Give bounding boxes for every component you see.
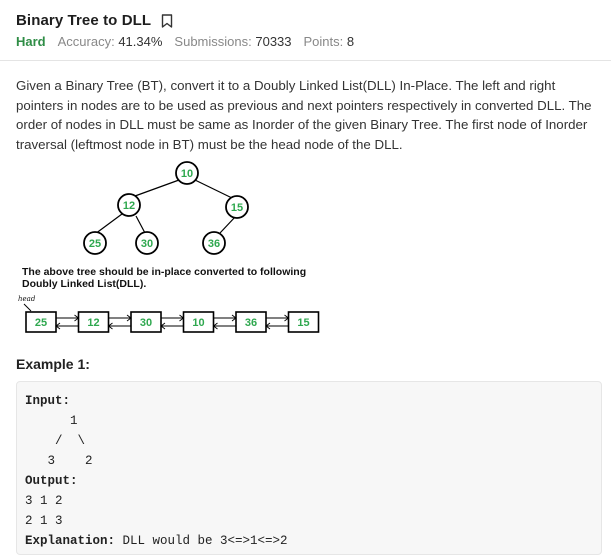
tree-node-circle [225, 195, 249, 219]
next-arrow [108, 314, 132, 322]
difficulty-badge: Hard [16, 34, 46, 49]
accuracy-label: Accuracy: [57, 34, 115, 49]
tree-node-circle [117, 193, 141, 217]
input-tree-line3: 3 2 [25, 454, 93, 468]
tree-node-label: 15 [231, 202, 243, 214]
dll-node: 15 [287, 311, 320, 333]
output-line1: 3 1 2 [25, 494, 63, 508]
head-label: head [18, 295, 36, 303]
input-tree-line1: 1 [25, 414, 78, 428]
edge-10-12 [134, 179, 180, 197]
tree-node-label: 36 [208, 238, 220, 250]
problem-title: Binary Tree to DLL [16, 12, 152, 29]
explanation-line: Explanation: DLL would be 3<=>1<=>2 [25, 534, 288, 548]
dll-node-box [77, 311, 110, 333]
submissions-value: 70333 [255, 34, 292, 49]
problem-header: Binary Tree to DLL [16, 12, 173, 29]
figure-caption-line2: Doubly Linked List(DLL). [22, 278, 146, 290]
tree-node-circle [202, 231, 226, 255]
tree-nodes: 10 12 15 25 30 36 [83, 161, 249, 255]
output-label: Output: [25, 474, 78, 488]
dll-node-label: 10 [192, 317, 204, 329]
dll-node-box [235, 311, 267, 333]
dll-node: 10 [182, 311, 215, 333]
dll-node-label: 25 [35, 317, 47, 329]
explanation-text: DLL would be 3<=>1<=>2 [122, 534, 288, 548]
tree-node: 30 [135, 231, 159, 255]
edge-10-15 [194, 179, 233, 199]
submissions-label: Submissions: [174, 34, 252, 49]
tree-node: 12 [117, 193, 141, 217]
dll-node-label: 36 [245, 317, 257, 329]
points-label: Points: [303, 34, 344, 49]
tree-node-label: 12 [123, 200, 135, 212]
input-label: Input: [25, 394, 71, 408]
prev-arrow [55, 322, 79, 330]
tree-node: 15 [225, 195, 249, 219]
explanation-label: Explanation: [25, 534, 116, 548]
bookmark-icon[interactable] [161, 13, 173, 28]
dll-node: 36 [235, 311, 267, 333]
dll-link-arrows [160, 314, 185, 330]
prev-arrow [107, 322, 131, 330]
tree-node-circle [135, 231, 159, 255]
tree-node: 10 [175, 161, 199, 185]
submissions-stat: Submissions: 70333 [174, 34, 291, 49]
dll-node-label: 30 [140, 317, 152, 329]
figure-caption-line1: The above tree should be in-place conver… [22, 266, 306, 278]
dll-link-arrows [265, 314, 290, 330]
output-line2: 2 1 3 [25, 514, 63, 528]
header-divider [0, 60, 611, 61]
tree-node-label: 10 [181, 168, 193, 180]
points-value: 8 [346, 34, 355, 49]
points-stat: Points: 8 [304, 34, 355, 49]
example-title: Example 1: [16, 356, 90, 372]
head-arrow [23, 303, 32, 312]
tree-node: 36 [202, 231, 226, 255]
dll-node: 12 [77, 311, 110, 333]
dll-node: 30 [130, 311, 162, 333]
next-arrow [266, 314, 290, 322]
next-arrow [161, 314, 185, 322]
prev-arrow [160, 322, 184, 330]
edge-12-25 [94, 213, 123, 235]
dll-node: 25 [25, 311, 57, 333]
tree-node-circle [83, 231, 107, 255]
next-arrow [56, 314, 80, 322]
dll-node-box [182, 311, 215, 333]
dll-node-box [25, 311, 57, 333]
dll-node-label: 15 [297, 317, 309, 329]
dll-link-arrows [107, 314, 132, 330]
dll-link-arrows [212, 314, 237, 330]
tree-node-circle [175, 161, 199, 185]
tree-dll-figure: 10 12 15 25 30 36 The above tree should be in… [18, 161, 320, 333]
prev-arrow [212, 322, 236, 330]
dll-list: 25 12 30 10 36 15 [25, 311, 320, 333]
tree-node-label: 25 [89, 238, 101, 250]
edge-12-30 [135, 215, 146, 234]
next-arrow [213, 314, 237, 322]
dll-node-box [287, 311, 320, 333]
accuracy-value: 41.34% [118, 34, 163, 49]
dll-node-box [130, 311, 162, 333]
accuracy-stat: Accuracy: 41.34% [58, 34, 163, 49]
tree-node-label: 30 [141, 238, 153, 250]
example-box: Input: 1 / \ 3 2 Output: 3 1 2 2 1 3 Exp… [16, 381, 602, 555]
problem-meta: Hard Accuracy: 41.34% Submissions: 70333… [16, 34, 366, 49]
dll-node-label: 12 [87, 317, 99, 329]
edge-15-36 [219, 215, 237, 234]
input-tree-line2: / \ [25, 434, 86, 448]
prev-arrow [265, 322, 289, 330]
dll-link-arrows [55, 314, 80, 330]
tree-edges [94, 179, 237, 235]
problem-statement: Given a Binary Tree (BT), convert it to … [16, 78, 592, 152]
tree-node: 25 [83, 231, 107, 255]
